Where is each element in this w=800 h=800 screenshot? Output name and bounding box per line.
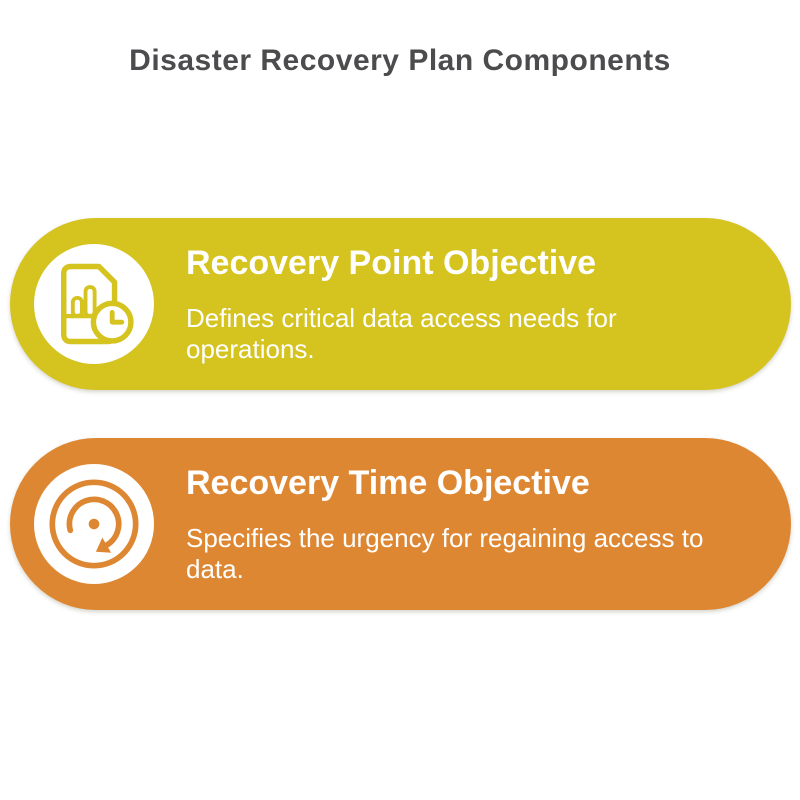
card-text: Recovery Point Objective Defines critica… xyxy=(186,243,786,366)
card-recovery-point-objective: Recovery Point Objective Defines critica… xyxy=(10,218,791,390)
card-title: Recovery Point Objective xyxy=(186,243,597,282)
card-description: Specifies the urgency for regaining acce… xyxy=(186,523,786,585)
card-recovery-time-objective: Recovery Time Objective Specifies the ur… xyxy=(10,438,791,610)
card-title: Recovery Time Objective xyxy=(186,463,590,502)
card-text: Recovery Time Objective Specifies the ur… xyxy=(186,463,786,586)
icon-circle xyxy=(34,464,154,584)
card-description: Defines critical data access needs for o… xyxy=(186,303,786,365)
card-description-line: operations. xyxy=(186,334,315,365)
card-description-line: data. xyxy=(186,554,244,585)
document-chart-clock-icon xyxy=(61,263,134,345)
card-description-line: Defines critical data access needs for xyxy=(186,303,617,334)
page-title: Disaster Recovery Plan Components xyxy=(129,44,671,77)
card-description-line: Specifies the urgency for regaining acce… xyxy=(186,523,704,554)
icon-circle xyxy=(34,244,154,364)
restore-arrow-icon xyxy=(49,479,139,569)
